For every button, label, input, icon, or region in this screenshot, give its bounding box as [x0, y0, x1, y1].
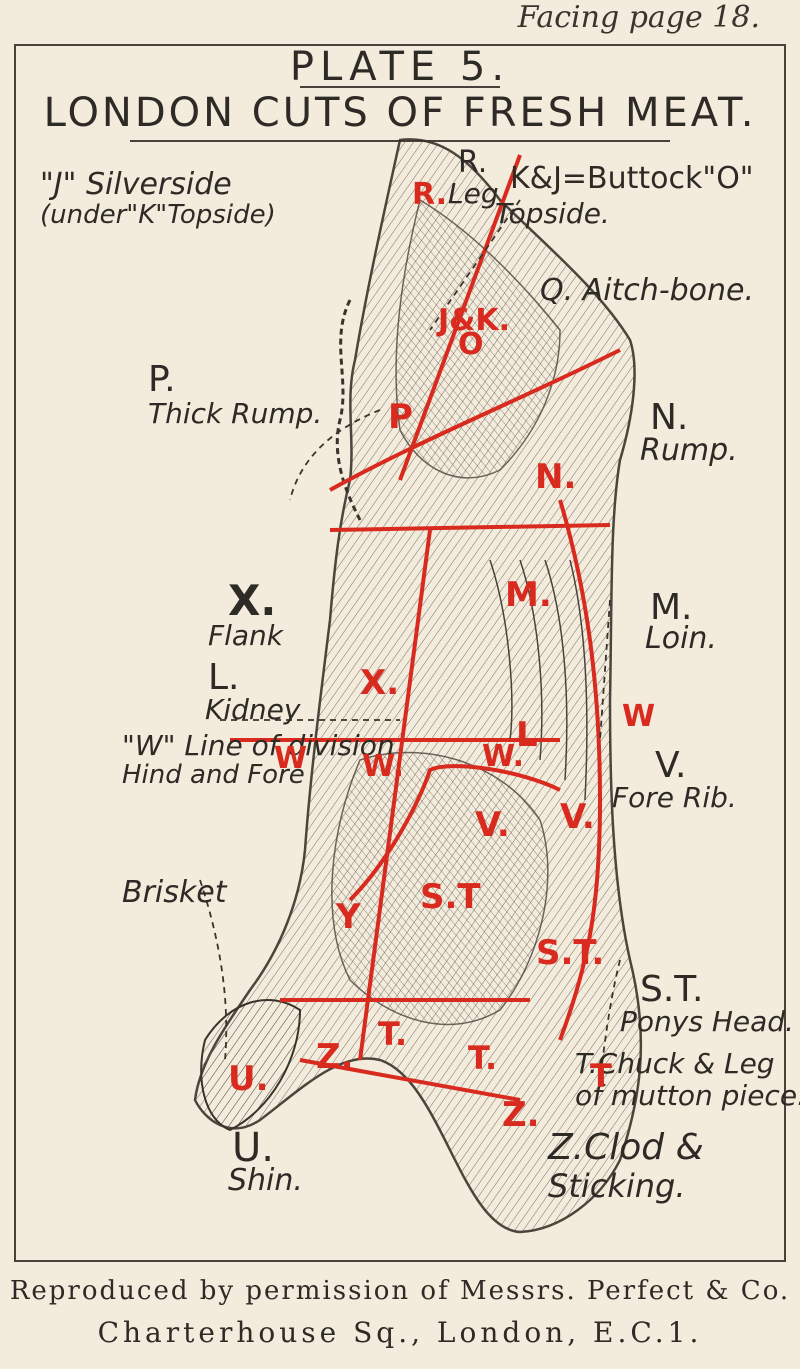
- brisket-label: Brisket: [122, 875, 227, 910]
- fore-quarter-muscle: [331, 751, 549, 1026]
- hind-quarter-muscle: [395, 198, 561, 479]
- marker-p: P: [388, 397, 413, 437]
- marker-st-right: S.T.: [536, 933, 605, 973]
- division-line-label: "W" Line of division: [122, 729, 395, 762]
- thick-rump-marker: P.: [148, 359, 176, 400]
- kidney-label: Kidney: [205, 693, 301, 726]
- rump-marker: N.: [650, 397, 689, 438]
- buttock-label: K&J=Buttock"O": [510, 161, 754, 196]
- plate-number: PLATE 5.: [289, 44, 511, 90]
- marker-n: N.: [535, 457, 577, 497]
- marker-r: R.: [412, 177, 448, 212]
- loin-label: Loin.: [645, 621, 717, 656]
- marker-x: X.: [360, 663, 400, 703]
- ponys-head-marker: S.T.: [640, 969, 704, 1010]
- marker-v-right: V.: [560, 797, 595, 837]
- marker-w-left: W: [274, 741, 308, 776]
- flank-marker: X.: [228, 576, 277, 625]
- marker-v-left: V.: [475, 805, 510, 845]
- guide-lines: [199, 199, 621, 1081]
- ponys-head-label: Ponys Head.: [620, 1005, 794, 1038]
- credit-line: Reproduced by permission of Messrs. Perf…: [9, 1276, 791, 1306]
- marker-w-center-right: W.: [482, 739, 525, 774]
- plate-title: LONDON CUTS OF FRESH MEAT.: [43, 90, 757, 136]
- topside-label: Topside.: [495, 197, 610, 230]
- marker-m: M.: [505, 575, 552, 615]
- plate-frame: [14, 44, 786, 1262]
- title-rule-top: [300, 86, 500, 88]
- marker-jk: J&K.: [438, 303, 510, 338]
- sticking-label: Sticking.: [548, 1167, 686, 1205]
- marker-t-left: T.: [378, 1015, 408, 1053]
- aitch-bone-label: Q. Aitch-bone.: [540, 273, 755, 308]
- clod-label: Z.Clod &: [548, 1127, 704, 1168]
- flank-label: Flank: [208, 619, 284, 652]
- marker-w-center-left: W.: [362, 749, 405, 784]
- leg-label: Leg: [448, 177, 499, 210]
- cut-division-lines: [230, 154, 621, 1102]
- marker-z-right: Z.: [502, 1095, 540, 1135]
- fore-rib-label: Fore Rib.: [612, 781, 737, 814]
- rump-label: Rump.: [640, 433, 738, 468]
- marker-o: O: [458, 327, 484, 362]
- marker-w-right: W: [622, 699, 656, 734]
- marker-l: L: [516, 715, 538, 755]
- address-line: Charterhouse Sq., London, E.C.1.: [97, 1316, 703, 1349]
- loin-marker: M.: [650, 587, 693, 628]
- silverside-note: (under"K"Topside): [40, 200, 276, 230]
- marker-t-right: T: [590, 1057, 612, 1095]
- thick-rump-label: Thick Rump.: [148, 397, 323, 430]
- silverside-label: "J" Silverside: [40, 167, 232, 202]
- chuck-label: T.Chuck & Leg: [575, 1047, 775, 1080]
- facing-page-note: Facing page 18.: [517, 0, 760, 35]
- rib-lines: [489, 559, 588, 801]
- fat-edge: [335, 299, 362, 521]
- marker-t-center: T.: [468, 1039, 498, 1077]
- marker-u: U.: [228, 1059, 269, 1099]
- marker-st-left: S.T: [420, 877, 481, 917]
- marker-z-left: Z.: [316, 1037, 354, 1077]
- fore-rib-marker: V.: [655, 745, 687, 786]
- marker-y: Y: [336, 897, 361, 937]
- shin-marker: U.: [232, 1125, 274, 1171]
- chuck-note: of mutton piece.: [575, 1079, 800, 1112]
- shin-label: Shin.: [228, 1163, 303, 1198]
- leg-marker-label: R.: [458, 145, 488, 180]
- division-line-note: Hind and Fore: [122, 760, 305, 790]
- kidney-marker: L.: [208, 657, 240, 698]
